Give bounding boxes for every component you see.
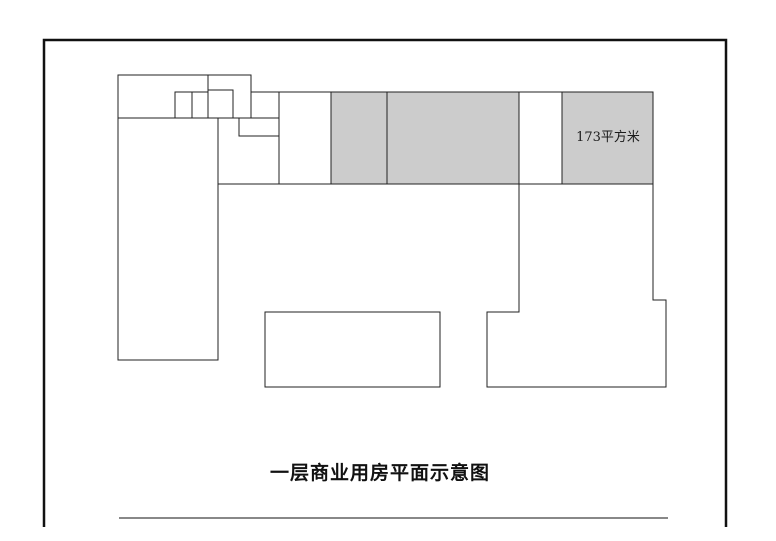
- passage-room: [518, 91, 563, 185]
- lower-center-block: [264, 311, 441, 388]
- left-tall-block: [117, 117, 219, 361]
- upper-stepped-outline: [208, 74, 331, 93]
- commercial-unit-a: [330, 91, 388, 185]
- commercial-unit-b: [386, 91, 520, 185]
- outer-frame: [42, 38, 728, 527]
- right-lower-block: [486, 184, 667, 388]
- unit-area-label: 173平方米: [576, 130, 640, 145]
- stair-notch: [207, 75, 252, 119]
- middle-room-outline: [217, 118, 331, 185]
- plan-title: 一层商业用房平面示意图: [269, 462, 490, 484]
- shaft-connector: [191, 75, 209, 118]
- middle-room-top: [218, 117, 280, 137]
- small-shaft: [174, 91, 193, 119]
- left-top-block: [117, 74, 209, 119]
